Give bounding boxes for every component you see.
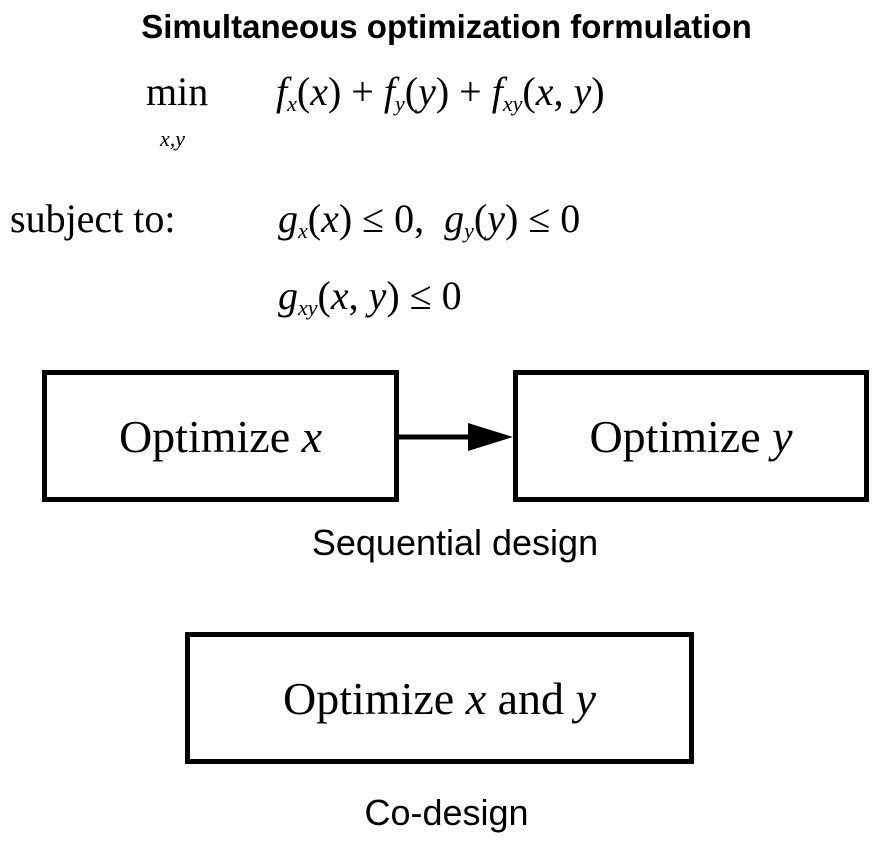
arrow-icon <box>398 423 513 451</box>
min-subscript: x,y <box>160 126 186 151</box>
diagram-title: Simultaneous optimization formulation <box>141 8 752 45</box>
constraint-2: gxy(x, y) ≤ 0 <box>278 273 462 320</box>
constraint-1: gx(x) ≤ 0, gy(y) ≤ 0 <box>278 196 581 243</box>
sequential-design-caption: Sequential design <box>311 522 599 563</box>
min-operator: min <box>146 69 209 114</box>
co-design-caption: Co-design <box>364 792 529 833</box>
subject-to-label: subject to: <box>10 196 176 241</box>
optimize-y-box: Optimize y <box>513 370 869 502</box>
optimize-xy-box: Optimize x and y <box>185 632 694 764</box>
objective-function: fx(x) + fy(y) + fxy(x, y) <box>276 69 605 116</box>
optimize-x-label: Optimize x <box>118 410 323 462</box>
optimize-y-label: Optimize y <box>589 410 793 462</box>
optimize-xy-label: Optimize x and y <box>283 672 596 724</box>
optimize-x-box: Optimize x <box>42 370 399 502</box>
